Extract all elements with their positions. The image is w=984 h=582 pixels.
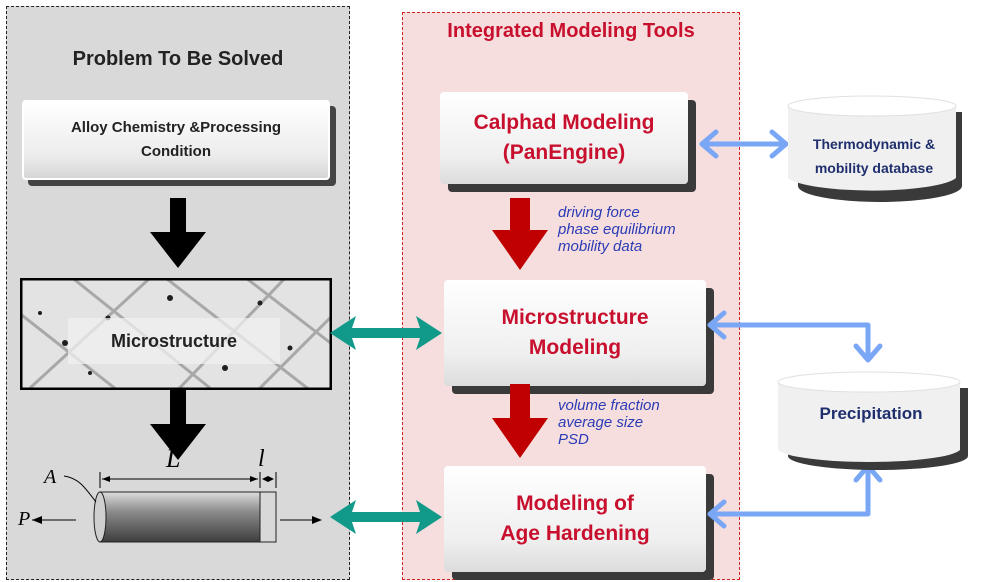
calphad-output-note: driving force phase equilibrium mobility… — [558, 204, 676, 255]
down-arrow-black-1 — [150, 198, 206, 268]
precipitation-database-cylinder — [777, 371, 968, 470]
down-arrow-black-2 — [150, 390, 206, 460]
rod-area-label: A — [44, 466, 57, 488]
blue-connector-arrows — [699, 129, 883, 529]
thermo-database-cylinder — [787, 95, 962, 202]
alloy-chemistry-box: Alloy Chemistry &Processing Condition — [22, 100, 330, 180]
tensile-rod-diagram — [32, 472, 322, 543]
rod-elongation-label: l — [258, 446, 265, 472]
microstructure-modeling-label: Microstructure Modeling — [501, 306, 649, 359]
microstructure-modeling-box: Microstructure Modeling — [444, 280, 706, 386]
down-arrow-red-2 — [492, 384, 548, 458]
down-arrow-red-1 — [492, 198, 548, 270]
age-hardening-box: Modeling of Age Hardening — [444, 466, 706, 572]
problem-panel-title: Problem To Be Solved — [72, 48, 284, 70]
precipitation-database-label: Precipitation — [819, 404, 923, 423]
microstructure-label: Microstructure — [68, 318, 280, 364]
calphad-modeling-label: Calphad Modeling (PanEngine) — [473, 111, 655, 164]
microstructure-output-note: volume fraction average size PSD — [558, 397, 660, 448]
calphad-modeling-box: Calphad Modeling (PanEngine) — [440, 92, 688, 184]
age-hardening-label: Modeling of Age Hardening — [500, 492, 650, 545]
rod-force-label: P — [18, 508, 31, 530]
thermo-database-label: Thermodynamic & mobility database — [812, 136, 936, 176]
teal-double-arrow-2 — [330, 500, 442, 534]
teal-double-arrow-1 — [330, 316, 442, 350]
modeling-tools-title: Integrated Modeling Tools — [447, 20, 695, 42]
alloy-chemistry-label: Alloy Chemistry &Processing Condition — [70, 119, 282, 160]
rod-length-label: L — [166, 444, 181, 473]
